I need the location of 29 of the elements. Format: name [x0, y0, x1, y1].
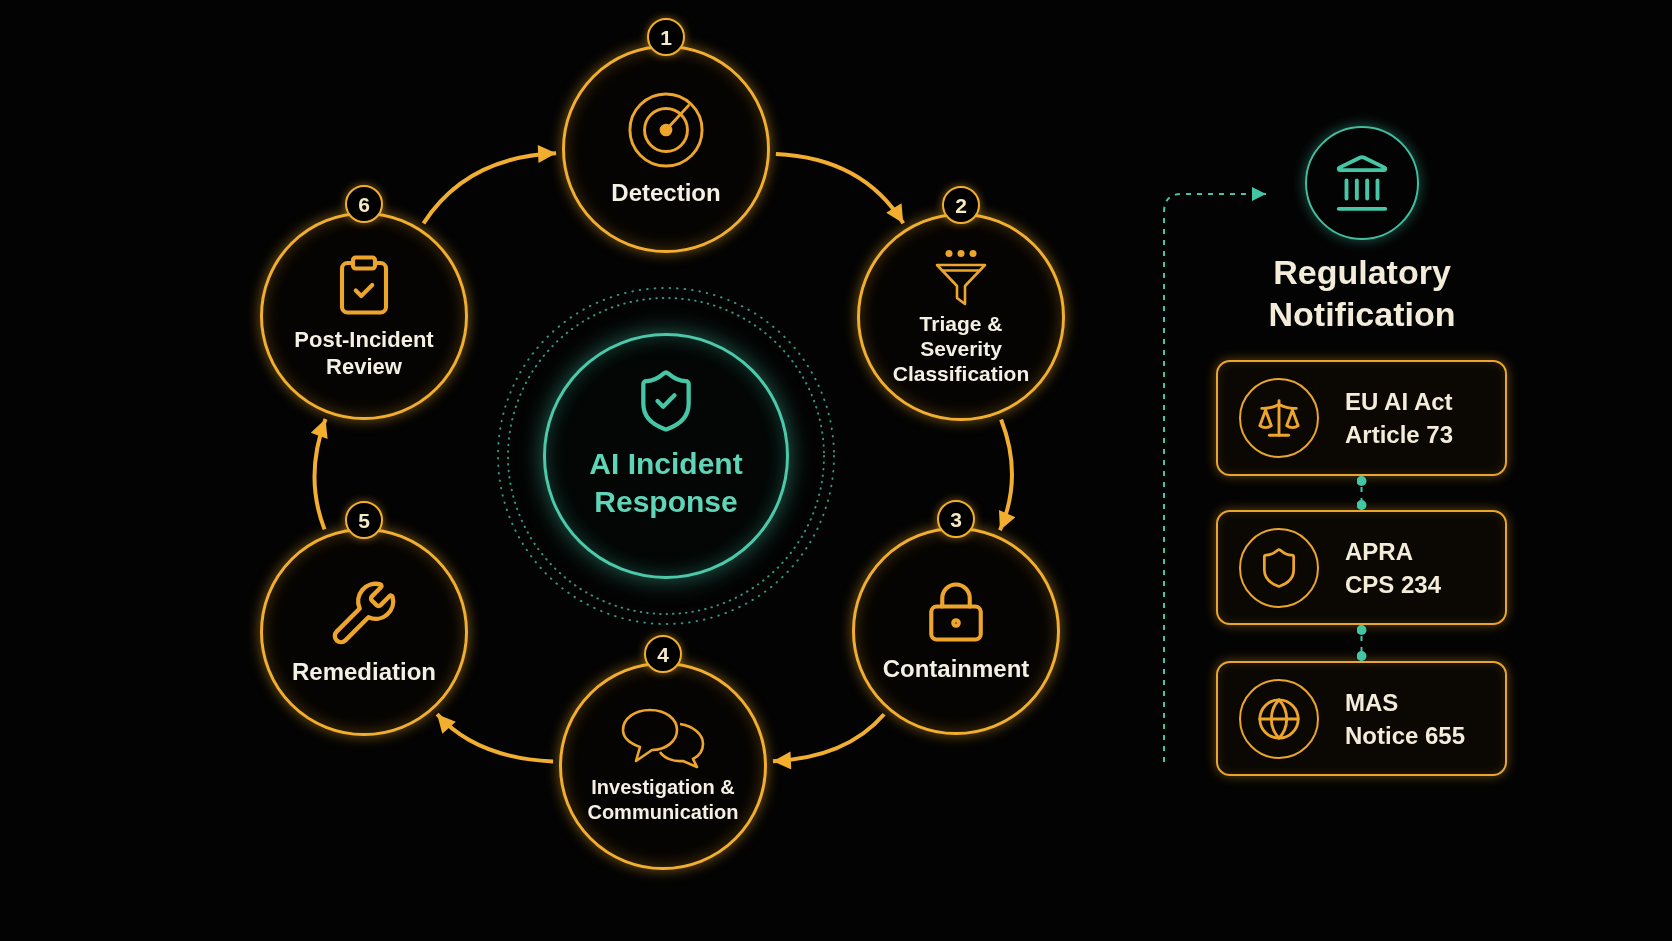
step-label: Triage & Severity Classification — [891, 310, 1031, 386]
step-label: Post-Incident Review — [293, 326, 435, 380]
regulation-label: APRA CPS 234 — [1345, 536, 1443, 600]
section-heading: Regulatory Notification — [1267, 252, 1457, 335]
number-badge: 2 — [942, 186, 980, 224]
number-badge: 5 — [345, 501, 383, 539]
arrow — [998, 418, 1016, 531]
dashed-connector — [1356, 624, 1367, 662]
arrow — [435, 712, 554, 764]
regulation-card — [1216, 360, 1507, 476]
arrow — [772, 712, 886, 769]
regulation-label: EU AI Act Article 73 — [1345, 387, 1455, 450]
step-label: Remediation — [291, 658, 437, 686]
regulation-card — [1216, 661, 1507, 776]
number-badge: 4 — [644, 635, 682, 673]
dashed-arrow — [1163, 187, 1267, 763]
regulation-card — [1216, 510, 1507, 625]
arrow — [421, 145, 557, 225]
number-badge: 6 — [345, 185, 383, 223]
number-badge: 1 — [647, 18, 685, 56]
number-badge: 3 — [937, 500, 975, 538]
arrow — [775, 151, 905, 225]
step-label: Detection — [610, 179, 722, 207]
step-label: Investigation & Communication — [586, 775, 740, 825]
arrow — [311, 418, 329, 531]
center-label: AI Incident Response — [588, 446, 744, 520]
dashed-connector — [1356, 475, 1367, 511]
regulation-label: MAS Notice 655 — [1345, 687, 1467, 751]
step-label: Containment — [881, 655, 1031, 683]
